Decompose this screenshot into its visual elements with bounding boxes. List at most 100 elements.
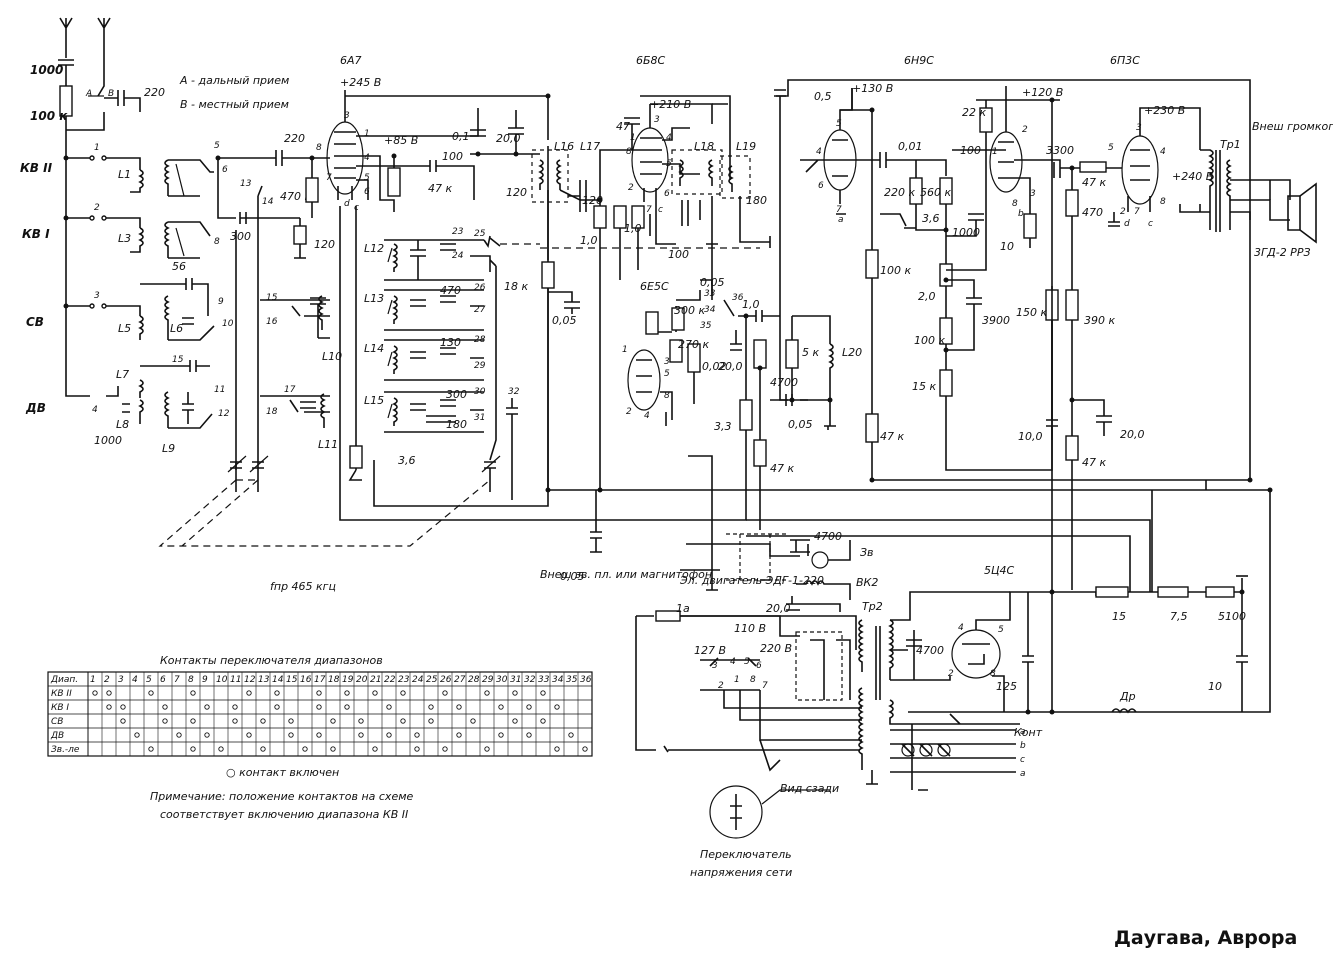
svg-text:a: a bbox=[1020, 769, 1026, 779]
motor-label: Эл. двигатель ЭДГ-1-220 bbox=[679, 574, 824, 587]
tube-label-6e5c: 6Е5С bbox=[640, 280, 669, 293]
cap-10-0: 10,0 bbox=[1018, 430, 1043, 443]
contact-on-marker bbox=[540, 690, 546, 696]
contact-on-marker bbox=[302, 746, 308, 752]
contact-on-marker bbox=[246, 732, 252, 738]
table-col-header: 9 bbox=[202, 675, 208, 685]
table-col-header: 4 bbox=[132, 675, 138, 685]
res-1-0-b: 1,0 bbox=[624, 222, 642, 235]
cap-0-05-a: 0,05 bbox=[552, 314, 577, 327]
coil-l6: L6 bbox=[170, 322, 183, 335]
contact-on-marker bbox=[456, 704, 462, 710]
svg-text:d: d bbox=[1124, 219, 1130, 229]
cap-4700-a: 4700 bbox=[916, 644, 944, 657]
cap-0-05-c: 0,5 bbox=[814, 90, 832, 103]
fuse-label: 1а bbox=[676, 602, 690, 615]
svg-text:3: 3 bbox=[344, 111, 350, 121]
svg-text:13: 13 bbox=[240, 179, 252, 189]
contact-on-marker bbox=[554, 746, 560, 752]
svg-text:5: 5 bbox=[364, 173, 370, 183]
contact-on-marker bbox=[120, 718, 126, 724]
bk2-label: ВК2 bbox=[856, 576, 878, 589]
svg-text:3: 3 bbox=[1030, 189, 1036, 199]
band-dv: ДВ bbox=[25, 401, 46, 415]
svg-text:8: 8 bbox=[1160, 197, 1166, 207]
cap-180-a: 180 bbox=[746, 194, 767, 207]
voltage-selector-label-2: напряжения сети bbox=[690, 866, 792, 879]
contact-on-marker bbox=[470, 718, 476, 724]
mains-127: 127 В bbox=[694, 644, 726, 657]
contact-on-marker bbox=[498, 732, 504, 738]
contact-on-marker bbox=[414, 732, 420, 738]
table-col-header: 23 bbox=[398, 675, 410, 685]
cap-120-c: 120 bbox=[582, 194, 603, 207]
coil-l12: L12 bbox=[364, 242, 384, 255]
table-marker-note: ○ контакт включен bbox=[226, 766, 339, 779]
volt-130: +130 В bbox=[852, 82, 893, 95]
svg-text:3: 3 bbox=[1136, 123, 1142, 133]
svg-text:3: 3 bbox=[664, 357, 670, 367]
res-390k: 390 к bbox=[1084, 314, 1115, 327]
table-row-label: Зв.-ле bbox=[51, 745, 80, 755]
contact-on-marker bbox=[344, 704, 350, 710]
svg-text:32: 32 bbox=[508, 387, 520, 397]
svg-text:1: 1 bbox=[364, 129, 370, 139]
table-col-header: 34 bbox=[552, 675, 564, 685]
svg-text:c: c bbox=[1020, 755, 1025, 765]
freq-note: fпр 465 кгц bbox=[270, 580, 336, 593]
res-10-b: 7,5 bbox=[1170, 610, 1188, 623]
table-col-header: 8 bbox=[188, 675, 194, 685]
res-125: 15 bbox=[1112, 610, 1126, 623]
contact-on-marker bbox=[386, 704, 392, 710]
svg-text:c: c bbox=[658, 205, 663, 215]
tube-6p3c bbox=[1065, 107, 1201, 590]
voltage-selector-label-1: Переключатель bbox=[700, 848, 792, 861]
svg-text:7: 7 bbox=[762, 681, 768, 691]
table-footnote-1: Примечание: положение контактов на схеме bbox=[150, 790, 414, 803]
table-col-header: 5 bbox=[146, 675, 152, 685]
res-47k-c: 47 к bbox=[1082, 176, 1106, 189]
table-header-band: Диап. bbox=[50, 675, 78, 685]
tuning-gang bbox=[158, 455, 501, 547]
svg-text:4: 4 bbox=[1160, 147, 1166, 157]
contact-on-marker bbox=[484, 690, 490, 696]
contact-on-marker bbox=[148, 690, 154, 696]
contact-on-marker bbox=[260, 746, 266, 752]
res-10: 300 к bbox=[674, 304, 705, 317]
power-supply bbox=[858, 286, 1271, 791]
svg-text:7: 7 bbox=[836, 205, 842, 215]
band-switch-bus bbox=[65, 155, 141, 397]
svg-text:5: 5 bbox=[836, 119, 842, 129]
svg-text:16: 16 bbox=[266, 317, 278, 327]
res-22k: 22 к bbox=[962, 106, 986, 119]
coil-l16: L16 bbox=[554, 140, 574, 153]
cap-300-a: 300 bbox=[230, 230, 251, 243]
cap-180-dv: 1000 bbox=[94, 434, 122, 447]
output-transformer bbox=[1179, 149, 1317, 480]
res-1-0-vol: 4700 bbox=[770, 376, 798, 389]
contact-on-marker bbox=[288, 732, 294, 738]
cap-20-0-d: 10 bbox=[1208, 680, 1222, 693]
rear-view-label: Вид сзади bbox=[780, 782, 839, 795]
contact-on-marker bbox=[456, 732, 462, 738]
contact-on-marker bbox=[582, 746, 588, 752]
contact-on-marker bbox=[246, 690, 252, 696]
coil-l1: L1 bbox=[118, 168, 131, 181]
svg-text:3: 3 bbox=[712, 661, 718, 671]
table-col-header: 29 bbox=[482, 675, 494, 685]
table-row-label: СВ bbox=[51, 717, 63, 727]
svg-text:8: 8 bbox=[626, 147, 632, 157]
svg-text:2: 2 bbox=[626, 407, 632, 417]
cap-3900: 3900 bbox=[982, 314, 1010, 327]
svg-text:8: 8 bbox=[214, 237, 220, 247]
table-col-header: 7 bbox=[174, 675, 180, 685]
svg-text:1: 1 bbox=[992, 147, 998, 157]
table-col-header: 25 bbox=[426, 675, 438, 685]
table-col-header: 2 bbox=[104, 675, 110, 685]
svg-text:2: 2 bbox=[628, 183, 634, 193]
tube-6e5c bbox=[627, 279, 713, 548]
svg-text:1: 1 bbox=[734, 675, 740, 685]
table-col-header: 33 bbox=[538, 675, 550, 685]
band-kv1: КВ I bbox=[22, 227, 50, 241]
tube-label-6h9c: 6Н9С bbox=[904, 54, 934, 67]
